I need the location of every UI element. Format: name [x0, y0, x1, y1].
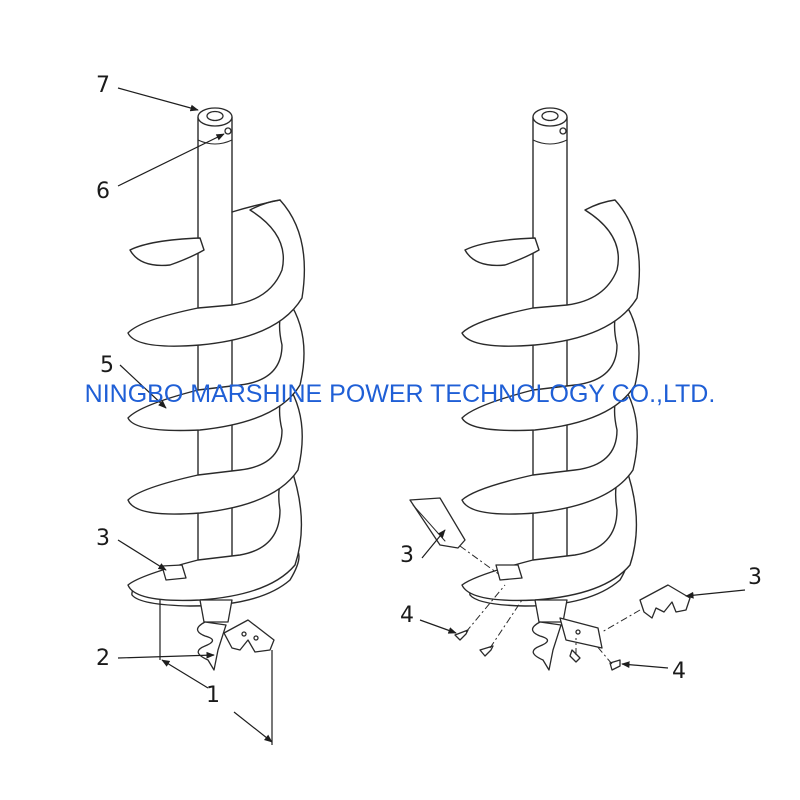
- callout-3: 3: [96, 526, 110, 551]
- leader-right-3b: [685, 589, 746, 599]
- leader-2: [117, 651, 215, 659]
- right-mount-hole: [575, 629, 581, 635]
- right-callouts: 3 3 4 4: [400, 529, 762, 684]
- dash-screw-right-b: [595, 644, 613, 665]
- screw-left-b: [479, 645, 494, 657]
- left-blade-bolt-b: [253, 635, 259, 641]
- callout-6: 6: [96, 179, 110, 204]
- left-auger-tip-cone: [199, 599, 233, 623]
- screw-left-a: [454, 629, 469, 641]
- callout-right-3a: 3: [400, 543, 414, 568]
- callout-7: 7: [96, 73, 110, 98]
- left-flight-1: [127, 199, 306, 347]
- callout-5: 5: [100, 353, 114, 378]
- left-pilot-point: [196, 621, 227, 671]
- dash-blade-left: [459, 545, 501, 576]
- right-shaft-bore: [541, 110, 559, 122]
- left-flight-top-edge: [231, 199, 281, 213]
- exploded-blade-left: [409, 497, 466, 549]
- left-blade-bolt-a: [241, 631, 247, 637]
- left-callouts: 7 6 5 3 2 1: [96, 73, 273, 743]
- right-flight-blade: [495, 564, 523, 581]
- left-cutting-blade: [223, 619, 275, 653]
- left-shaft-bore: [206, 110, 224, 122]
- right-shaft-collar: [532, 139, 568, 145]
- left-flight-blade: [161, 564, 187, 581]
- callout-right-4b: 4: [672, 659, 686, 684]
- screw-right-b: [609, 659, 621, 671]
- right-blade-mount-plate: [559, 617, 603, 649]
- dash-screw-left-b: [489, 599, 523, 649]
- right-flight-2: [461, 299, 640, 432]
- left-flight-4: [127, 464, 303, 602]
- right-auger-shaft: [532, 116, 568, 601]
- left-flight-3: [127, 384, 303, 515]
- right-pilot-point: [531, 621, 562, 671]
- leader-1a: [161, 659, 209, 689]
- screw-right-a: [569, 649, 581, 663]
- callout-right-4a: 4: [400, 603, 414, 628]
- left-shaft-pin-hole: [224, 127, 232, 135]
- leader-6: [117, 133, 225, 187]
- leader-3: [117, 539, 167, 571]
- callout-1: 1: [206, 683, 220, 708]
- left-auger-shaft: [197, 116, 233, 601]
- leader-right-3a: [421, 529, 446, 559]
- dash-screw-left-a: [465, 584, 506, 633]
- right-flight-3: [461, 384, 638, 515]
- right-flight-4: [461, 464, 638, 602]
- callout-2: 2: [96, 646, 110, 671]
- left-shaft-collar: [197, 139, 233, 145]
- leader-7: [117, 87, 199, 112]
- leader-1b: [233, 711, 273, 743]
- left-flight-2: [127, 299, 305, 432]
- leader-right-4b: [621, 661, 669, 669]
- leader-5: [119, 364, 167, 409]
- left-flight-top: [129, 237, 205, 267]
- right-flight-1: [461, 199, 641, 347]
- callout-right-3b: 3: [748, 565, 762, 590]
- left-auger-assembly: [127, 107, 306, 745]
- leader-right-4a: [419, 619, 457, 634]
- dash-blade-right: [601, 609, 641, 633]
- right-flight-top: [464, 237, 540, 267]
- exploded-blade-right: [639, 584, 691, 619]
- right-shaft-pin-hole: [559, 127, 567, 135]
- right-auger-assembly: [461, 107, 641, 671]
